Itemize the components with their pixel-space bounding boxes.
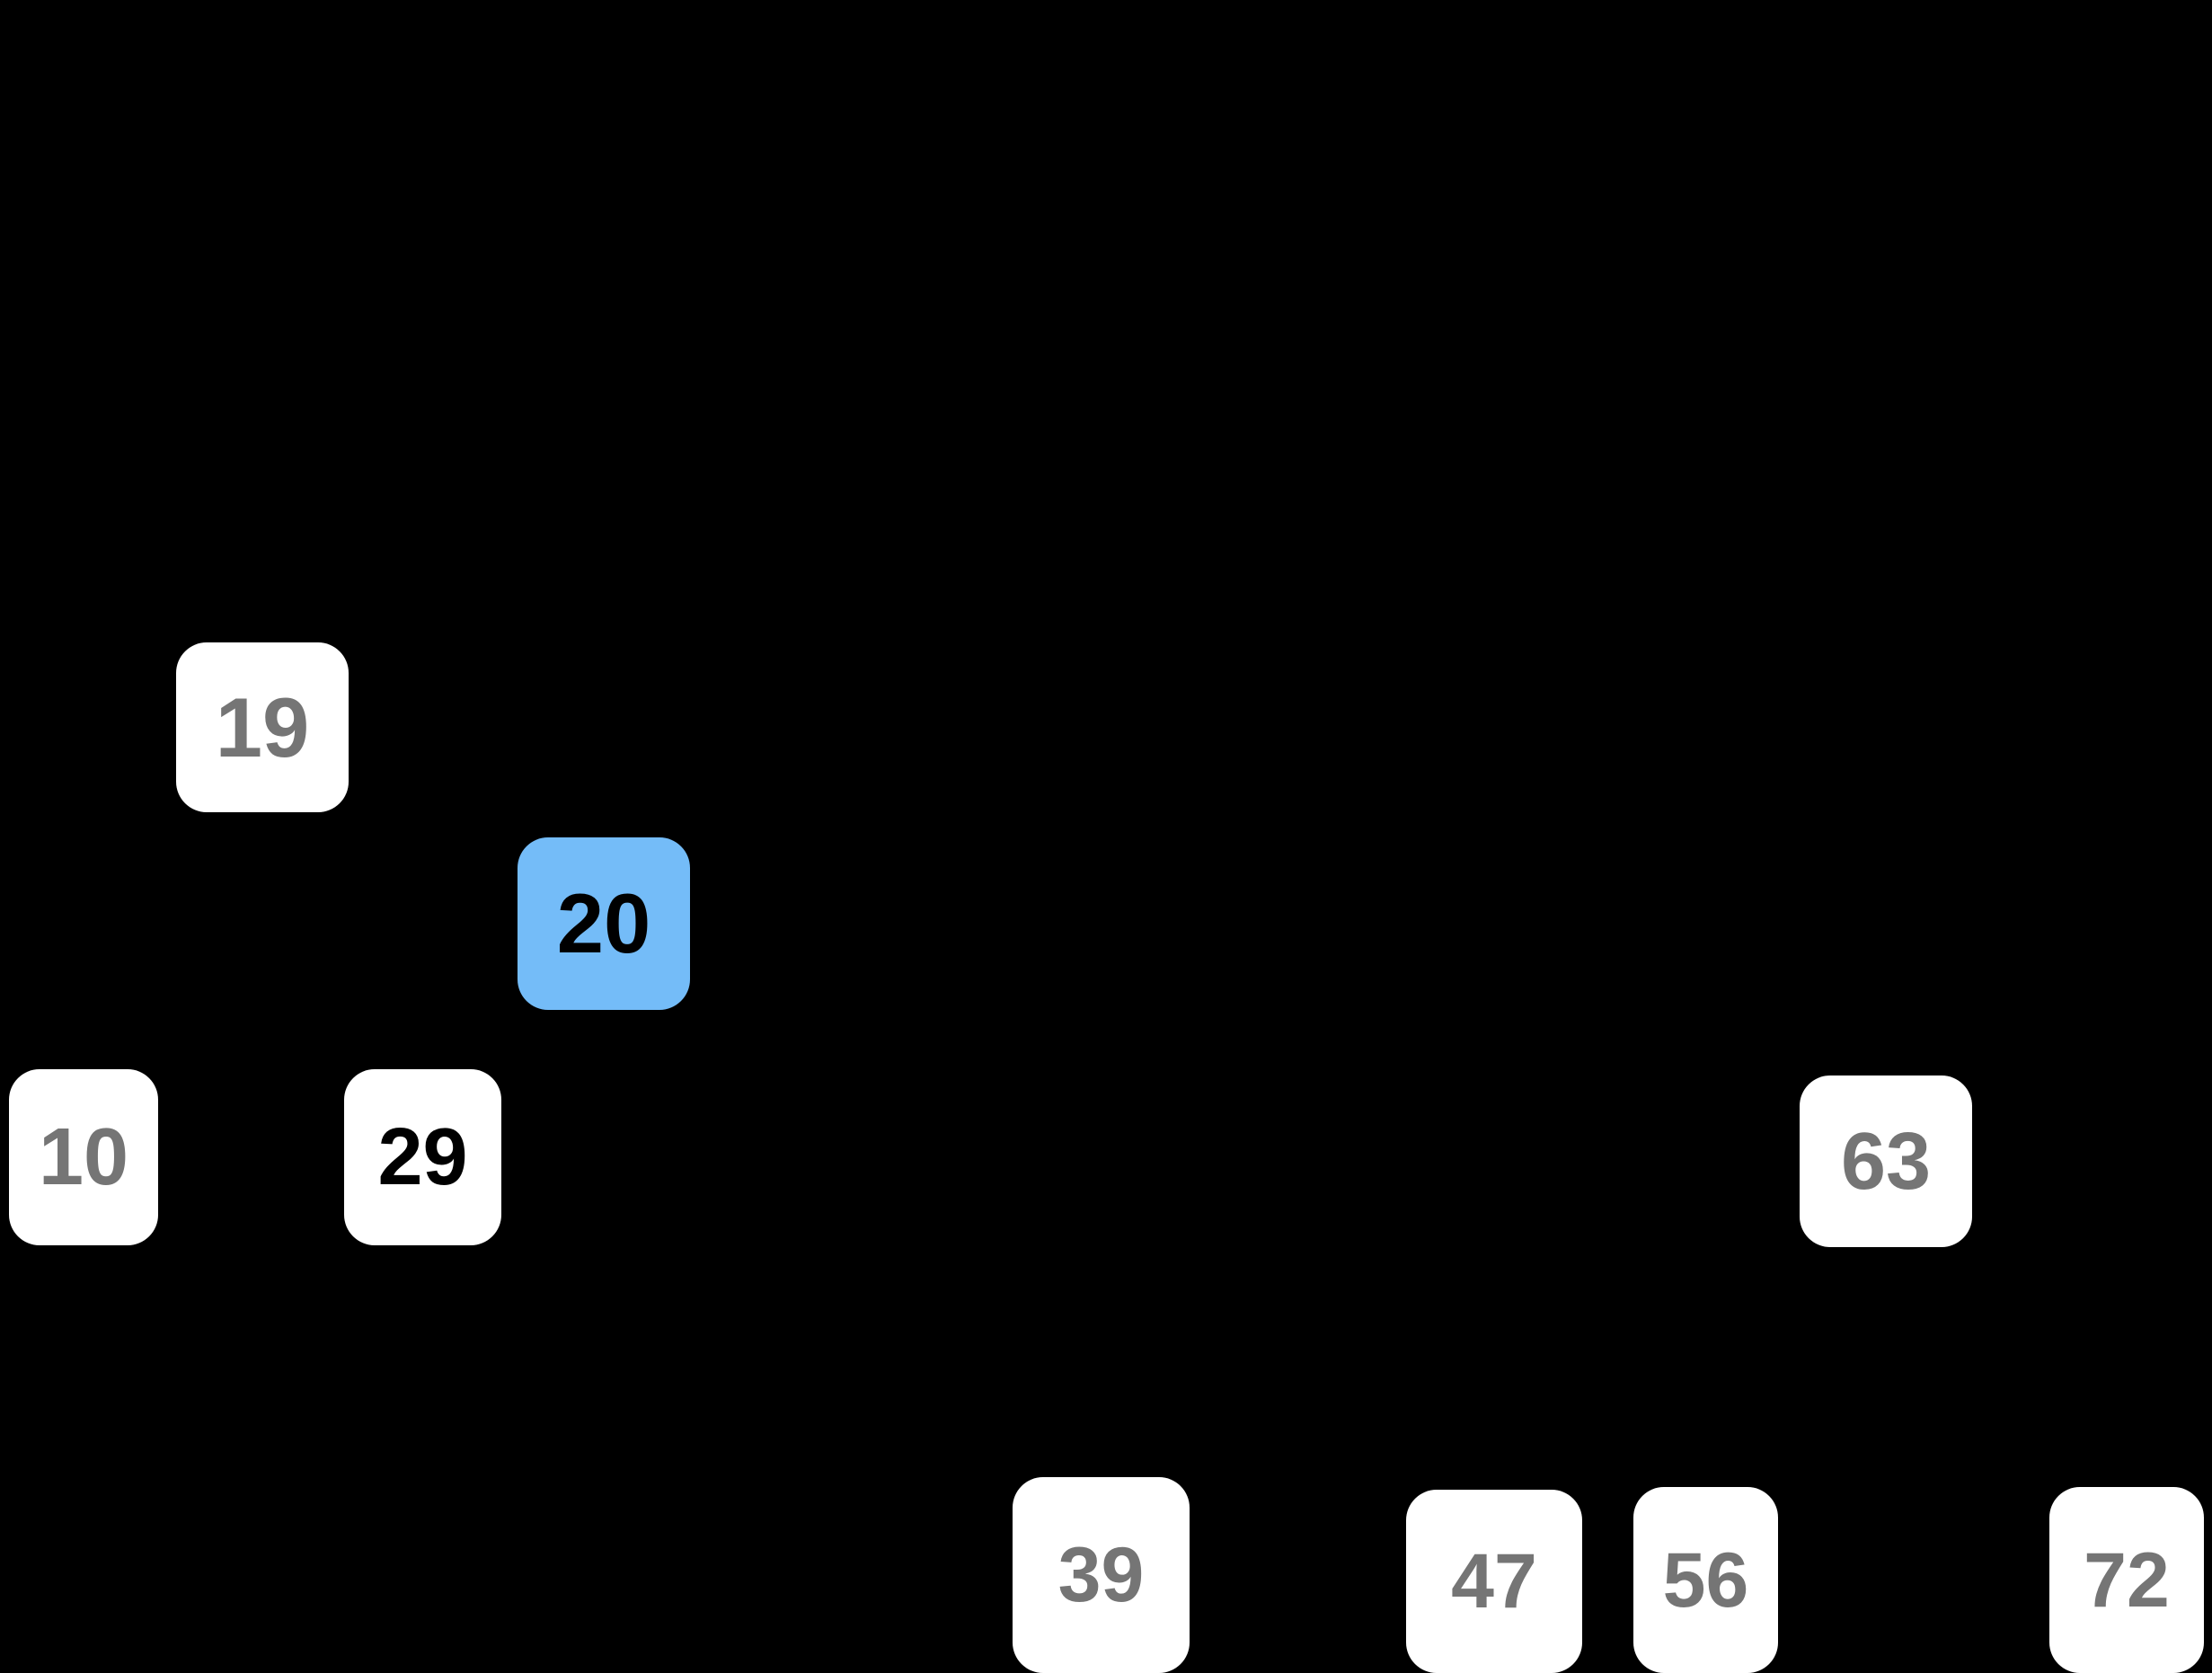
tree-node-label: 47	[1451, 1538, 1537, 1624]
tree-node-19[interactable]: 19	[176, 642, 349, 812]
tree-node-label: 19	[215, 679, 310, 775]
tree-node-72[interactable]: 72	[2049, 1487, 2204, 1673]
tree-node-63[interactable]: 63	[1800, 1076, 1972, 1247]
tree-node-label: 29	[377, 1112, 468, 1202]
tree-node-10[interactable]: 10	[9, 1069, 158, 1245]
tree-node-29[interactable]: 29	[344, 1069, 501, 1245]
tree-node-label: 20	[556, 876, 651, 970]
tree-node-20[interactable]: 20	[518, 837, 690, 1010]
tree-node-47[interactable]: 47	[1406, 1490, 1582, 1673]
tree-node-label: 56	[1662, 1536, 1749, 1624]
tree-node-label: 10	[38, 1112, 129, 1202]
tree-node-label: 39	[1057, 1532, 1145, 1618]
tree-node-label: 63	[1840, 1116, 1932, 1207]
tree-node-label: 72	[2084, 1536, 2170, 1624]
tree-node-56[interactable]: 56	[1633, 1487, 1778, 1673]
tree-node-39[interactable]: 39	[1013, 1477, 1190, 1673]
